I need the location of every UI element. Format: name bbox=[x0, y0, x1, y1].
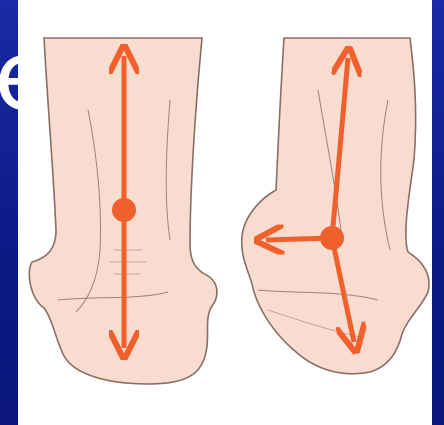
left-pivot bbox=[112, 198, 136, 222]
foot-illustration bbox=[18, 0, 432, 425]
right-pivot bbox=[320, 226, 344, 250]
left-foot bbox=[29, 38, 217, 384]
right-foot bbox=[242, 38, 429, 374]
illustration-panel bbox=[18, 0, 432, 425]
